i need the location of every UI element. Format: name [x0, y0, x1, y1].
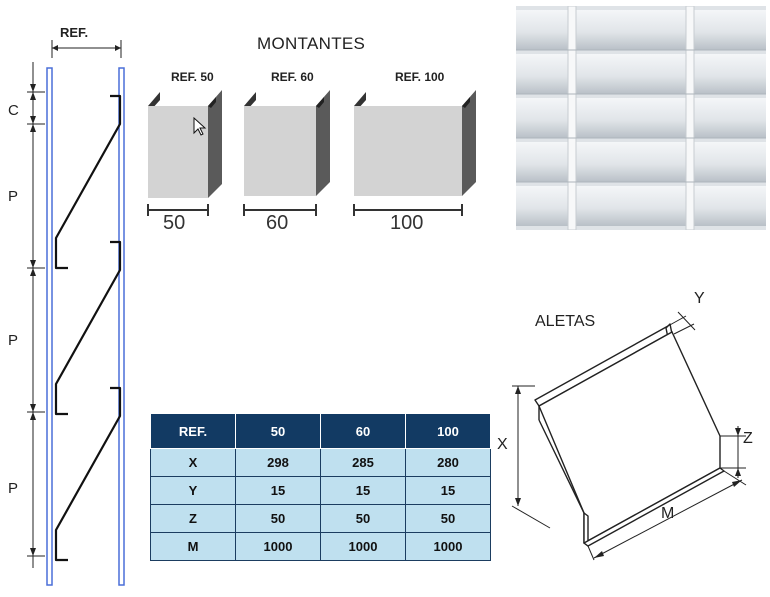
aleta-m-label: M: [661, 505, 675, 522]
aleta-x-label: X: [497, 436, 508, 453]
table-cell: Z: [150, 504, 236, 533]
montantes-title: MONTANTES: [257, 34, 366, 53]
table-header-row: REF. 50 60 100: [150, 413, 491, 449]
ref-dimension-label: REF.: [60, 25, 89, 40]
table-header-cell: 50: [235, 413, 321, 449]
profile-50-drawing: [147, 90, 222, 216]
table-row: X 298 285 280: [150, 448, 491, 477]
profile-60-drawing: [243, 90, 330, 216]
table-row: M 1000 1000 1000: [150, 532, 491, 561]
aleta-y-label: Y: [694, 290, 705, 307]
louvre-panel-photo: [516, 6, 766, 230]
aletas-title: ALETAS: [535, 313, 596, 330]
dimension-p-label: P: [8, 480, 19, 497]
table-cell: 285: [320, 448, 406, 477]
profile-width-label: 100: [390, 212, 424, 234]
table-header-cell: REF.: [150, 413, 236, 449]
profile-width-label: 60: [266, 212, 289, 234]
aleta-blade-drawing: [511, 311, 747, 561]
table-cell: 15: [320, 476, 406, 505]
table-cell: 50: [320, 504, 406, 533]
table-cell: 280: [405, 448, 491, 477]
table-cell: 50: [405, 504, 491, 533]
profile-100-drawing: [353, 90, 476, 216]
table-header-cell: 100: [405, 413, 491, 449]
dimension-p-label: P: [8, 188, 19, 205]
mouse-pointer-icon: [193, 117, 207, 136]
dimension-p-label: P: [8, 332, 19, 349]
table-cell: X: [150, 448, 236, 477]
profile-width-label: 50: [163, 212, 186, 234]
table-cell: 1000: [235, 532, 321, 561]
profile-ref-label: REF. 50: [171, 70, 214, 84]
table-cell: 15: [405, 476, 491, 505]
table-cell: 50: [235, 504, 321, 533]
table-cell: 15: [235, 476, 321, 505]
dimension-c-label: C: [8, 102, 19, 119]
table-cell: Y: [150, 476, 236, 505]
table-cell: 298: [235, 448, 321, 477]
table-cell: 1000: [320, 532, 406, 561]
dimensions-table: REF. 50 60 100 X 298 285 280 Y 15 15 15 …: [150, 413, 491, 561]
profile-ref-label: REF. 60: [271, 70, 314, 84]
table-cell: M: [150, 532, 236, 561]
table-header-cell: 60: [320, 413, 406, 449]
table-cell: 1000: [405, 532, 491, 561]
aleta-z-label: Z: [743, 430, 753, 447]
table-row: Y 15 15 15: [150, 476, 491, 505]
profile-ref-label: REF. 100: [395, 70, 445, 84]
table-row: Z 50 50 50: [150, 504, 491, 533]
louvre-section-diagram: [27, 40, 125, 586]
